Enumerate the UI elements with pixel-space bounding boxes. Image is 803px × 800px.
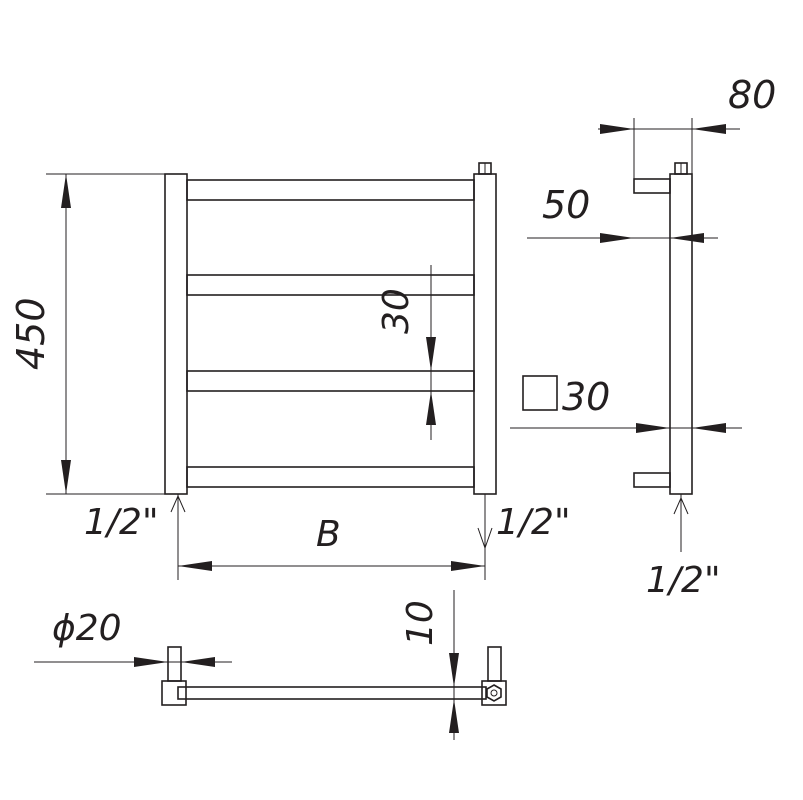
- rung-2: [186, 274, 475, 296]
- inlet-side: 1/2": [646, 494, 721, 601]
- inlet-left: 1/2": [84, 494, 186, 552]
- rung-gap-label: 30: [376, 288, 417, 334]
- connection-left-label: 1/2": [84, 502, 159, 543]
- profile-label: 30: [562, 375, 610, 419]
- width-dimension: B: [177, 514, 486, 580]
- rung-1: [186, 179, 475, 201]
- rung-gap-dimension: 30: [376, 265, 436, 440]
- pipe-diameter-label: ϕ20: [52, 608, 122, 649]
- connection-right-label: 1/2": [496, 502, 571, 543]
- top-view: ϕ20 10: [34, 590, 507, 740]
- square-profile-icon: [522, 375, 558, 411]
- left-wall-stub: [167, 646, 182, 682]
- depth-total-label: 80: [728, 73, 776, 117]
- right-collector: [473, 173, 497, 495]
- depth-wall-dimension: 50: [527, 183, 718, 243]
- pipe-diameter-dimension: ϕ20: [34, 608, 232, 667]
- height-label: 450: [9, 297, 53, 370]
- side-view: 80 50 1/2": [510, 73, 776, 601]
- height-dimension: 450: [9, 173, 165, 495]
- connection-side-label: 1/2": [646, 560, 721, 601]
- lower-bracket: [633, 472, 671, 488]
- profile-note: 30: [522, 375, 610, 419]
- left-collector: [164, 173, 188, 495]
- rung-4: [186, 466, 475, 488]
- rung-3: [186, 370, 475, 392]
- width-label: B: [316, 514, 341, 555]
- depth-wall-label: 50: [542, 183, 590, 227]
- offset-dimension: 10: [400, 590, 459, 740]
- left-end-block: [161, 680, 187, 706]
- side-collector: [669, 173, 693, 495]
- front-view: 450 30 1/2" 1/2" B: [9, 162, 571, 580]
- top-bar: [177, 686, 487, 700]
- upper-bracket: [633, 178, 671, 194]
- offset-label: 10: [400, 600, 441, 646]
- depth-total-dimension: 80: [598, 73, 776, 179]
- collector-section-dimension: [510, 423, 742, 433]
- hex-nut-icon: [486, 684, 502, 702]
- outlet-right: 1/2": [477, 494, 571, 552]
- right-wall-stub: [487, 646, 502, 682]
